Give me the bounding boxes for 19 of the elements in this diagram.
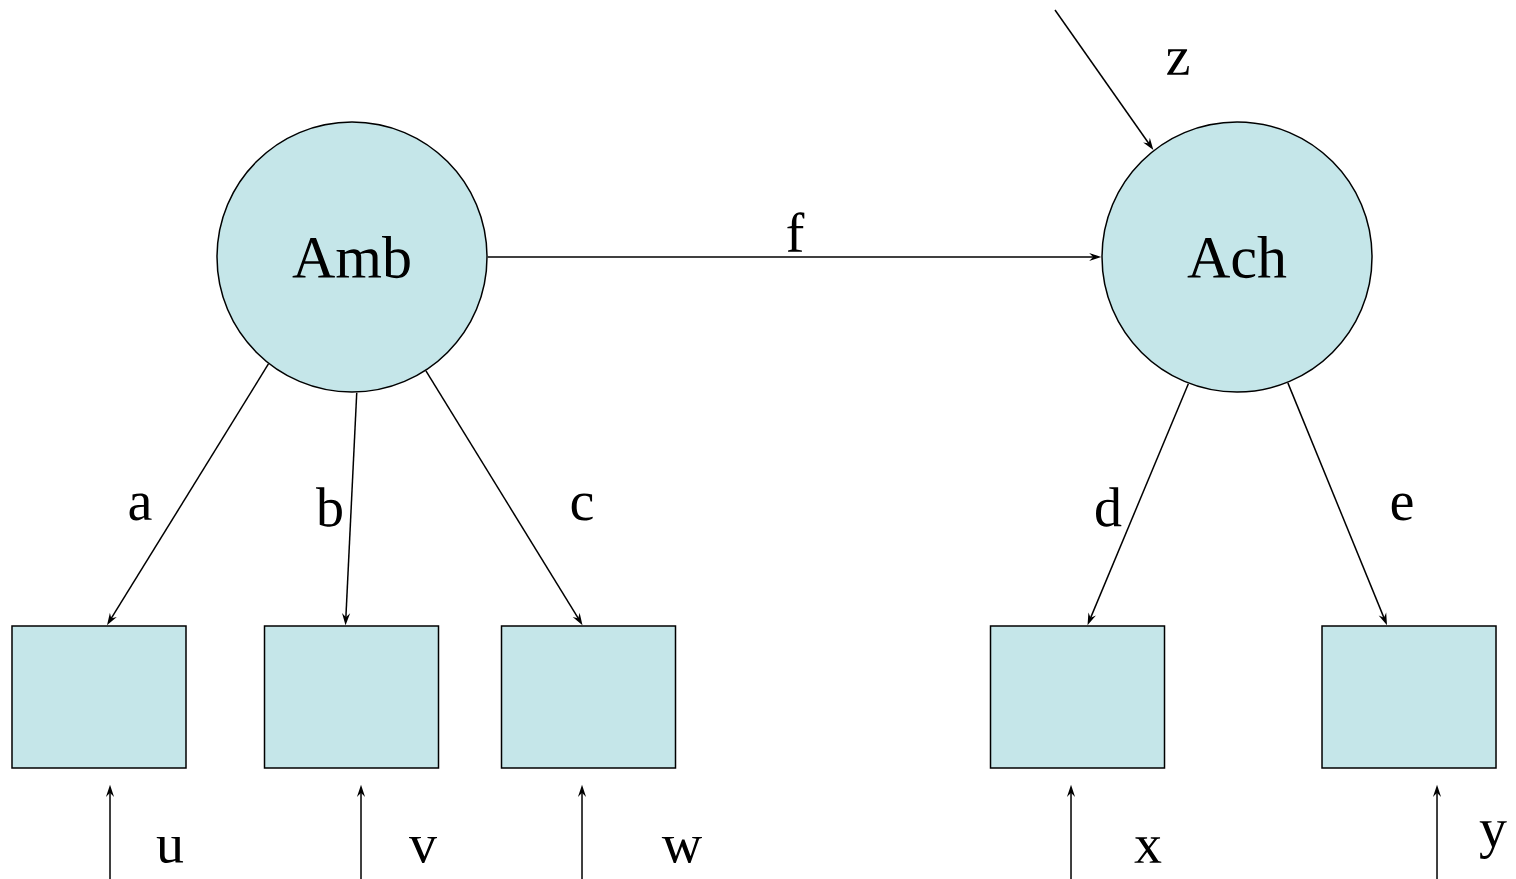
edge-label: c <box>567 491 597 523</box>
square-box <box>263 625 440 769</box>
circle-node: Amb <box>216 121 488 393</box>
edge-label: y <box>1477 819 1509 861</box>
edge-label: d <box>1092 485 1124 529</box>
edge-label: u <box>154 834 186 866</box>
square-box <box>500 625 677 769</box>
edge-label: z <box>1163 47 1193 77</box>
edge-label: b <box>314 485 346 529</box>
edge-label: x <box>1132 835 1164 865</box>
edge-label: e <box>1387 491 1417 523</box>
square-box <box>11 625 187 769</box>
square-box <box>1321 625 1497 769</box>
edge-label: v <box>407 834 439 866</box>
edge-label: w <box>659 834 705 866</box>
circle-node: Ach <box>1101 121 1373 393</box>
edge-label: a <box>125 491 155 523</box>
square-box <box>989 625 1166 769</box>
edge-label: f <box>783 210 807 254</box>
